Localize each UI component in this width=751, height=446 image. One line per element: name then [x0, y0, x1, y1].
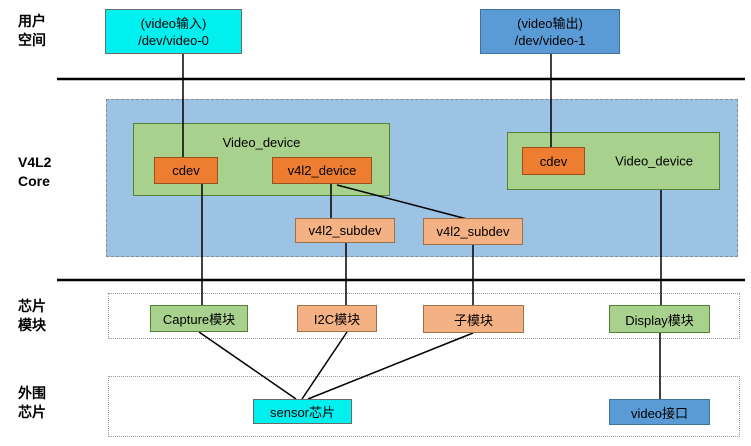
video-interface-node: video接口 [609, 399, 710, 425]
peripheral-label-line1: 外围 [18, 385, 46, 401]
video-device-right-title: Video_device [615, 153, 693, 169]
v4l2-core-label-line1: V4L2 [18, 154, 52, 170]
video-output-line2: /dev/video-1 [514, 32, 586, 48]
peripheral-label: 外围 芯片 [18, 384, 46, 422]
video-input-node: (video输入) /dev/video-0 [105, 9, 242, 54]
video-output-line1: (video输出) [517, 15, 583, 31]
user-space-label-line1: 用户 [18, 13, 46, 29]
video-input-line1: (video输入) [140, 15, 207, 31]
display-module-node: Display模块 [609, 305, 710, 333]
user-space-label-line2: 空间 [18, 32, 46, 48]
capture-module-node: Capture模块 [150, 305, 248, 332]
peripheral-label-line2: 芯片 [18, 404, 46, 420]
video-input-line2: /dev/video-0 [138, 32, 209, 48]
cdev-left-node: cdev [154, 157, 218, 184]
video-output-node: (video输出) /dev/video-1 [480, 9, 620, 54]
sub-module-node: 子模块 [423, 305, 524, 333]
i2c-module-node: I2C模块 [297, 305, 377, 332]
v4l2-subdev2-node: v4l2_subdev [423, 218, 523, 245]
v4l2-core-label-line2: Core [18, 173, 50, 189]
cdev-right-node: cdev [522, 147, 585, 175]
user-space-label: 用户 空间 [18, 12, 46, 50]
v4l2-device-node: v4l2_device [272, 157, 372, 184]
v4l2-subdev1-node: v4l2_subdev [295, 218, 395, 243]
video-device-left-title: Video_device [222, 135, 301, 150]
chip-modules-label: 芯片 模块 [18, 297, 46, 335]
chip-modules-label-line2: 模块 [18, 317, 46, 333]
v4l2-core-label: V4L2 Core [18, 153, 51, 191]
sensor-chip-node: sensor芯片 [253, 399, 352, 424]
chip-modules-label-line1: 芯片 [18, 298, 46, 314]
